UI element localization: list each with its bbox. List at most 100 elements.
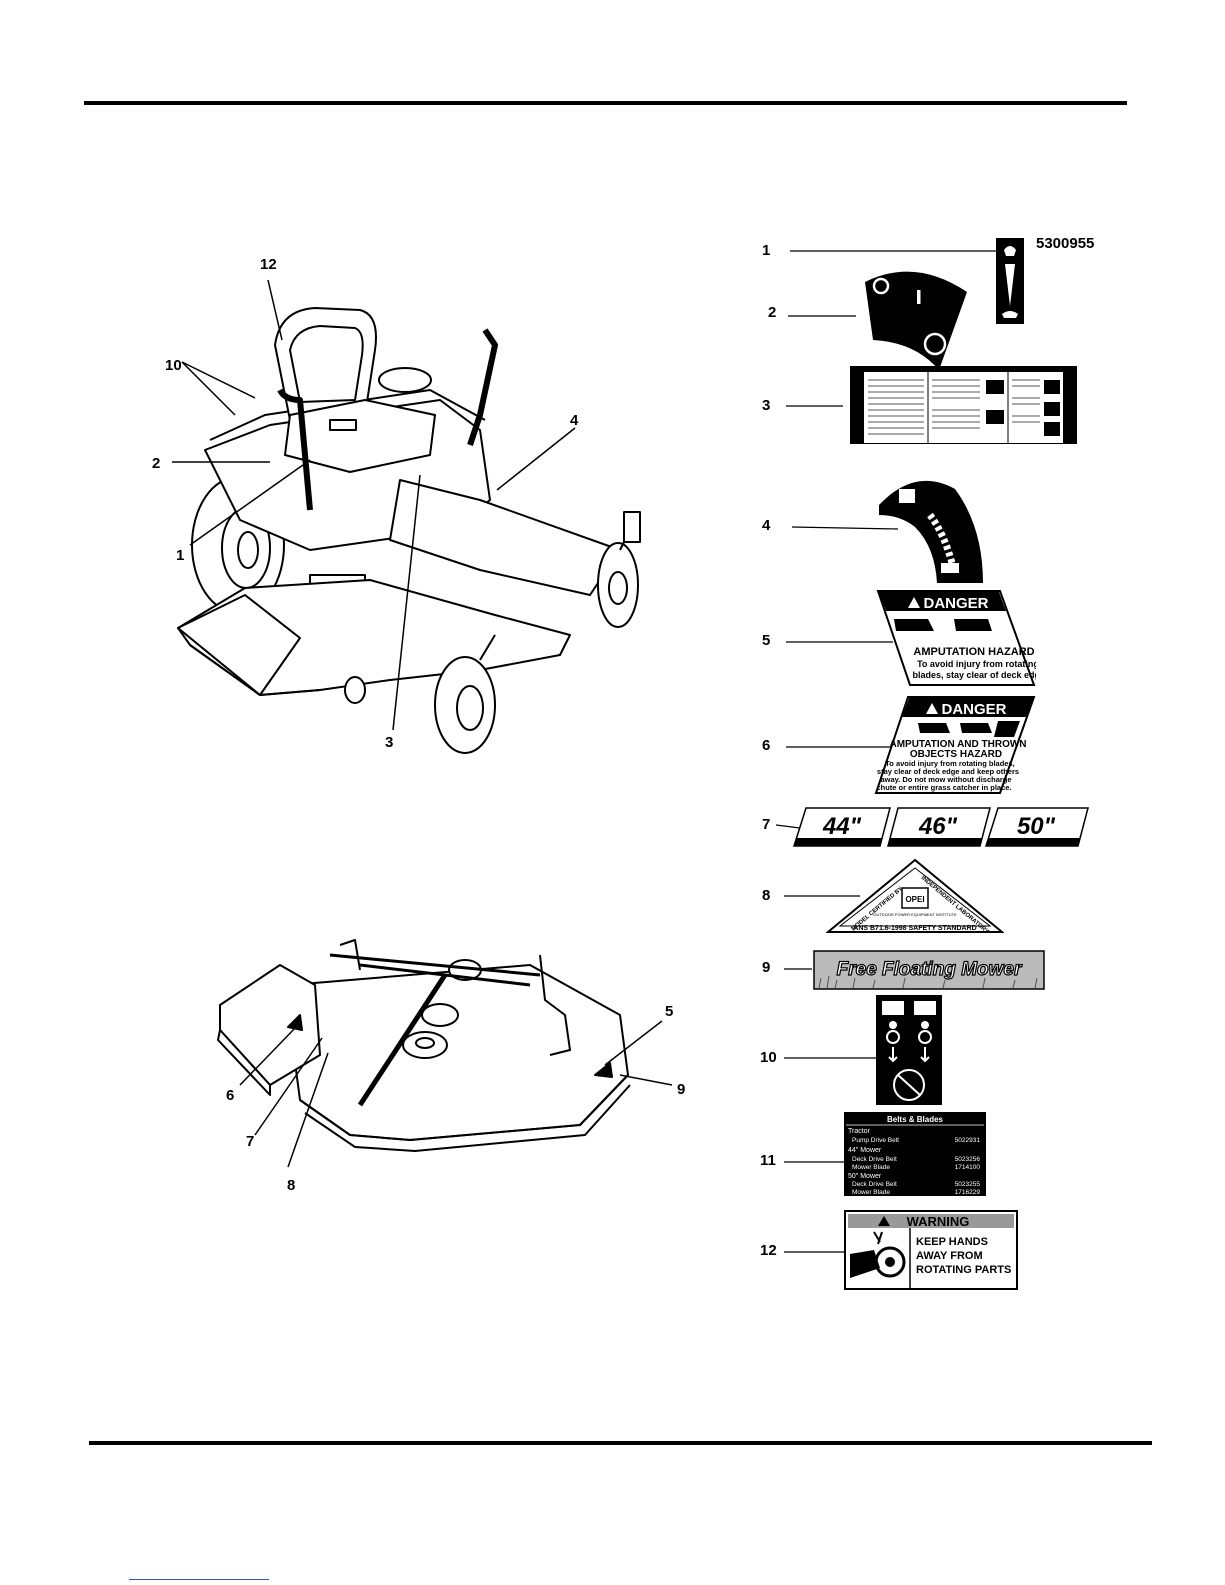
footer-link-underline[interactable] — [129, 1579, 269, 1580]
deck-callout-9: 9 — [677, 1081, 686, 1098]
bottom-rule — [89, 1441, 1152, 1445]
rotating-parts-icon — [850, 1250, 880, 1278]
d11-row4-value: 5023255 — [955, 1181, 981, 1188]
d11-section3: 50" Mower — [848, 1173, 882, 1180]
front-caster-left — [434, 656, 496, 754]
decal-callout-11: 11 — [760, 1152, 776, 1169]
size-46-decal: 46" — [887, 807, 991, 847]
d6-header: DANGER — [941, 701, 1006, 718]
mower-callout-1: 1 — [176, 547, 185, 564]
deck-callout-7: 7 — [246, 1133, 255, 1150]
decal-4-cut-height — [879, 480, 983, 583]
d8-bottom: ANS B71.6-1998 SAFETY STANDARD — [853, 925, 976, 932]
decal-callout-5: 5 — [762, 632, 771, 649]
d11-row1-label: Pump Drive Belt — [852, 1137, 899, 1144]
d11-row3-label: Mower Blade — [852, 1164, 890, 1171]
decal-callout-6: 6 — [762, 737, 771, 754]
hand-blade-icon — [894, 619, 934, 631]
d6-line3: away. Do not mow without discharge — [880, 775, 1011, 784]
floor-pan — [389, 479, 621, 596]
d11-row1-value: 5022931 — [955, 1137, 981, 1144]
size-50-decal: 50" — [984, 807, 1089, 847]
decal-callout-8: 8 — [762, 887, 771, 904]
d5-line1: To avoid injury from rotating — [917, 659, 1036, 669]
d11-section1: Tractor — [848, 1128, 871, 1135]
mower-callout-4: 4 — [570, 412, 579, 429]
deck-callout-5: 5 — [665, 1003, 674, 1020]
d6-line2: stay clear of deck edge and keep others — [877, 767, 1019, 776]
deck-illustration — [217, 939, 673, 1168]
pulley-left — [402, 1031, 448, 1059]
seat-back — [274, 307, 377, 421]
decal-6-danger-thrown-objects: DANGER AMPUTATION AND THROWN OBJECTS HAZ… — [874, 696, 1036, 794]
mower-callout-10: 10 — [165, 357, 182, 374]
d11-row5-label: Mower Blade — [852, 1189, 890, 1196]
size-46: 46" — [918, 813, 958, 840]
d8-small: OUTDOOR POWER EQUIPMENT INSTITUTE — [873, 912, 957, 917]
part-number: 5300955 — [1036, 235, 1095, 252]
decal-callout-1: 1 — [762, 242, 771, 259]
d11-row2-label: Deck Drive Belt — [852, 1156, 897, 1163]
decal-callout-3: 3 — [762, 397, 771, 414]
decal-8-opei-certification: MODEL CERTIFIED BY INDEPENDENT LABORATOR… — [826, 858, 1004, 934]
engine-icon — [923, 332, 947, 356]
decal-callout-9: 9 — [762, 959, 771, 976]
decal-callout-10: 10 — [760, 1049, 777, 1066]
d5-line2: blades, stay clear of deck edge. — [912, 670, 1036, 680]
rabbit-icon — [1004, 246, 1016, 256]
mower-illustration — [172, 279, 641, 754]
pulley-center — [421, 1003, 459, 1027]
seat-cushion — [284, 399, 436, 473]
d5-header: DANGER — [923, 595, 988, 612]
turtle-icon — [1002, 311, 1018, 318]
decal-9-free-floating: Free Floating Mower — [813, 950, 1045, 990]
decal-callout-7: 7 — [762, 816, 771, 833]
mower-callout-3: 3 — [385, 734, 394, 751]
lap-bar-left — [277, 388, 313, 511]
thrown-object-icon — [994, 721, 1020, 737]
mower-callout-2: 2 — [152, 455, 161, 472]
deck-callout-6: 6 — [226, 1087, 235, 1104]
deck-callout-8: 8 — [287, 1177, 296, 1194]
d11-row3-value: 1714100 — [955, 1164, 981, 1171]
decal-10-operation-symbols — [876, 995, 942, 1105]
d6-line4: chute or entire grass catcher in place. — [876, 783, 1011, 792]
opei-logo — [901, 887, 929, 909]
d11-section2: 44" Mower — [848, 1147, 882, 1154]
size-50: 50" — [1017, 813, 1056, 840]
lap-bar-right — [467, 328, 498, 446]
no-slope-icon — [893, 1069, 925, 1101]
d6-line1: To avoid injury from rotating blades, — [885, 759, 1014, 768]
decal-callout-12: 12 — [760, 1242, 777, 1259]
d12-line2: AWAY FROM — [916, 1250, 983, 1262]
decal-7-deck-sizes: 44" 46" 50" — [792, 807, 1089, 847]
decal-callout-4: 4 — [762, 517, 771, 534]
decal-1-throttle — [996, 238, 1024, 324]
size-44: 44" — [822, 813, 862, 840]
d8-logo: OPEI — [905, 895, 924, 904]
top-rule — [84, 101, 1127, 105]
front-caster-right — [597, 542, 639, 628]
decal-5-danger-amputation: DANGER AMPUTATION HAZARD To avoid injury… — [876, 590, 1036, 686]
size-44-decal: 44" — [792, 807, 891, 847]
discharge-chute — [177, 594, 301, 696]
d11-row2-value: 5023256 — [955, 1156, 981, 1163]
decal-2-ignition: O I — [865, 271, 967, 370]
d12-line3: ROTATING PARTS — [916, 1264, 1011, 1276]
ignition-off: O — [881, 285, 882, 287]
mower-callout-12: 12 — [260, 256, 277, 273]
d11-row4-label: Deck Drive Belt — [852, 1181, 897, 1188]
decal-3-operator-warnings — [850, 366, 1077, 444]
d11-row5-value: 1716229 — [955, 1189, 981, 1196]
d12-line1: KEEP HANDS — [916, 1236, 988, 1248]
d12-header: WARNING — [907, 1214, 970, 1229]
decal-callout-2: 2 — [768, 304, 777, 321]
d9-text: Free Floating Mower — [837, 959, 1023, 980]
decal-12-warning-hands: WARNING KEEP HANDS AWAY FROM ROTATING PA… — [844, 1210, 1018, 1290]
d5-title: AMPUTATION HAZARD — [913, 646, 1034, 658]
decal-11-belts-blades: Belts & Blades Tractor Pump Drive Belt 5… — [844, 1112, 986, 1196]
anti-scalp-wheel — [344, 676, 366, 704]
d6-title2: OBJECTS HAZARD — [910, 749, 1002, 760]
d6-title1: AMPUTATION AND THROWN — [889, 739, 1026, 750]
